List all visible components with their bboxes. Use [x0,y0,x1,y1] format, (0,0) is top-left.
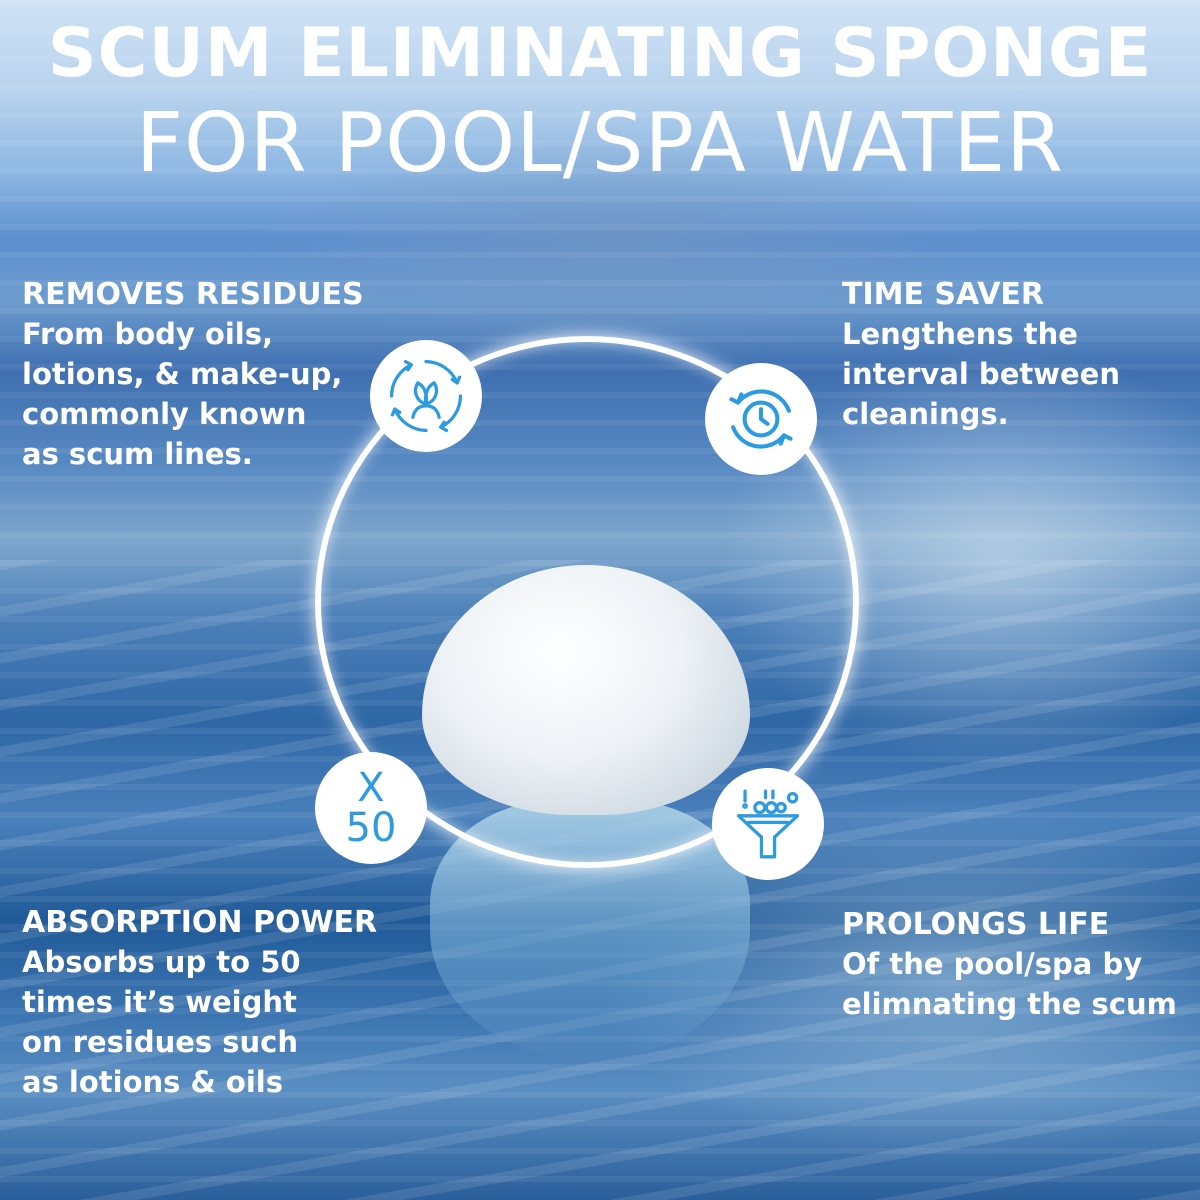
badge-number: 50 [345,805,397,851]
feature-time-saver: TIME SAVER Lengthens the interval betwee… [842,276,1192,434]
feature-body: Lengthens the interval between cleanings… [842,317,1120,431]
feature-body: Of the pool/spa by elimnating the scum [842,947,1177,1021]
feature-heading: ABSORPTION POWER [22,905,378,940]
badge-multiplier: X [357,765,385,811]
recycle-leaf-badge [370,340,482,452]
filter-funnel-badge [712,768,824,880]
clock-refresh-icon [729,389,793,449]
feature-removes-residues: REMOVES RESIDUES From body oils, lotions… [22,276,462,474]
feature-body: From body oils, lotions, & make-up, comm… [22,317,343,471]
title-line-2: FOR POOL/SPA WATER [135,96,1065,191]
x50-label: X 50 [346,768,397,848]
feature-body: Absorbs up to 50 times it’s weight on re… [22,945,301,1099]
glowing-ring [315,336,859,868]
x50-badge: X 50 [315,752,427,864]
feature-prolongs-life: PROLONGS LIFE Of the pool/spa by elimnat… [842,906,1192,1024]
filter-funnel-icon [736,789,800,859]
title-line-1: SCUM ELIMINATING SPONGE [47,14,1153,93]
feature-heading: PROLONGS LIFE [842,907,1110,942]
feature-absorption-power: ABSORPTION POWER Absorbs up to 50 times … [22,904,442,1102]
clock-refresh-badge [705,363,817,475]
sponge-ball [422,565,750,815]
recycle-leaf-icon [389,359,463,433]
feature-heading: TIME SAVER [842,277,1045,312]
feature-heading: REMOVES RESIDUES [22,277,364,312]
